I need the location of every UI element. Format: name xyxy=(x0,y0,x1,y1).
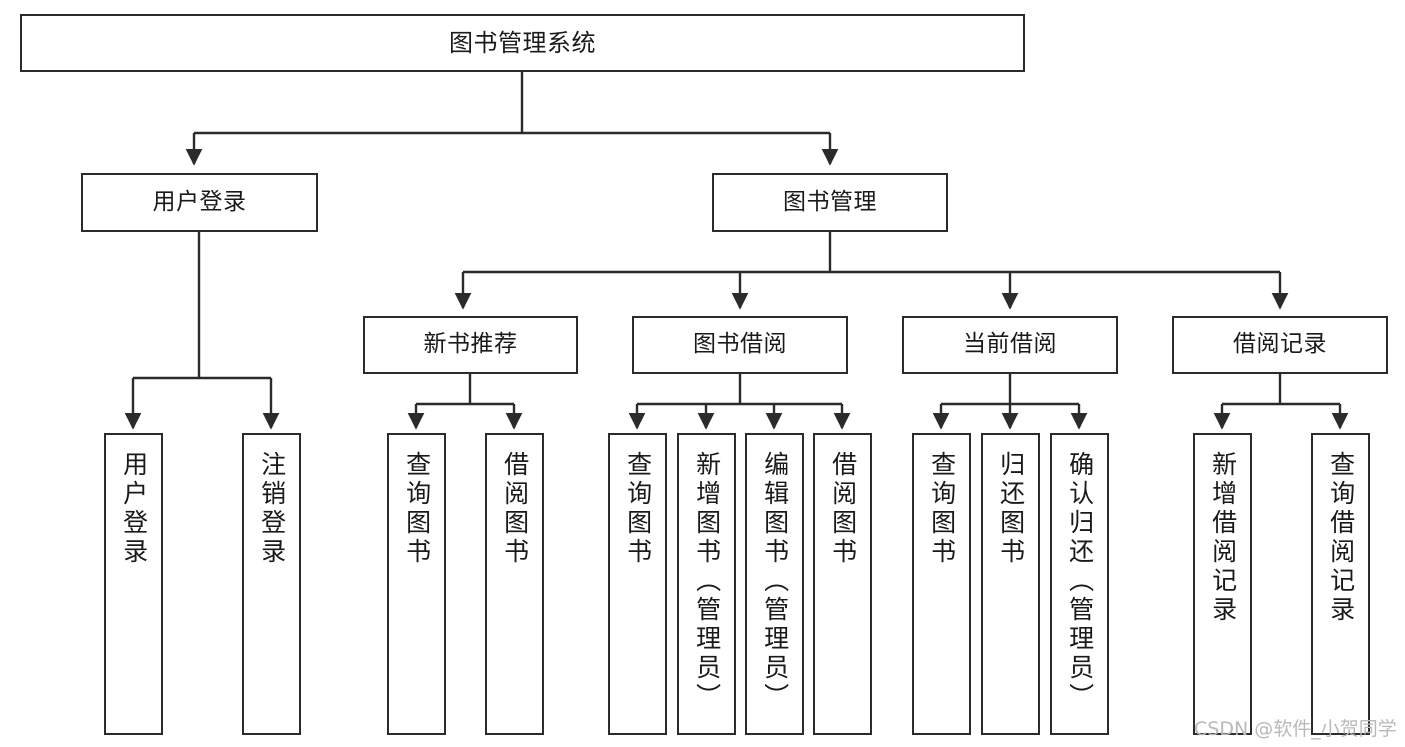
node-label: 图书管理 xyxy=(783,188,877,215)
node-label: 查询借阅记录 xyxy=(1326,451,1356,625)
node-book-management[interactable]: 图书管理 xyxy=(712,173,948,232)
node-label: 查询图书 xyxy=(402,451,432,567)
node-label: 新增借阅记录 xyxy=(1208,451,1238,625)
node-label: 当前借阅 xyxy=(963,331,1057,358)
node-label: 新增图书（管理员） xyxy=(692,451,722,712)
node-current-borrowing[interactable]: 当前借阅 xyxy=(902,316,1118,374)
leaf-current-return-book[interactable]: 归还图书 xyxy=(981,433,1040,735)
node-label: 编辑图书（管理员） xyxy=(760,451,790,712)
node-label: 借阅图书 xyxy=(500,451,530,567)
leaf-new-book-borrow-book[interactable]: 借阅图书 xyxy=(485,433,544,735)
leaf-current-confirm-return-admin[interactable]: 确认归还（管理员） xyxy=(1050,433,1109,735)
node-label: 借阅图书 xyxy=(828,451,858,567)
node-new-book-recommendation[interactable]: 新书推荐 xyxy=(363,316,578,374)
leaf-record-add-borrow-record[interactable]: 新增借阅记录 xyxy=(1193,433,1252,735)
leaf-borrow-edit-book-admin[interactable]: 编辑图书（管理员） xyxy=(745,433,804,735)
node-user-login[interactable]: 用户登录 xyxy=(81,173,318,232)
node-label: 注销登录 xyxy=(257,451,287,567)
leaf-current-query-book[interactable]: 查询图书 xyxy=(912,433,971,735)
leaf-user-login-login[interactable]: 用户登录 xyxy=(104,433,163,735)
node-label: 新书推荐 xyxy=(423,331,518,358)
leaf-borrow-query-book[interactable]: 查询图书 xyxy=(608,433,667,735)
csdn-watermark: CSDN @软件_小贺同学 xyxy=(1194,718,1397,740)
node-label: 图书管理系统 xyxy=(449,28,596,57)
node-root-book-management-system[interactable]: 图书管理系统 xyxy=(20,14,1025,72)
leaf-user-login-logout[interactable]: 注销登录 xyxy=(242,433,301,735)
node-label: 确认归还（管理员） xyxy=(1065,451,1095,712)
node-label: 用户登录 xyxy=(119,451,149,567)
node-label: 借阅记录 xyxy=(1233,331,1327,358)
leaf-borrow-borrow-book[interactable]: 借阅图书 xyxy=(813,433,872,735)
node-borrow-records[interactable]: 借阅记录 xyxy=(1172,316,1388,374)
node-label: 归还图书 xyxy=(996,451,1026,567)
node-label: 查询图书 xyxy=(623,451,653,567)
leaf-new-book-query-book[interactable]: 查询图书 xyxy=(387,433,446,735)
leaf-record-query-borrow-record[interactable]: 查询借阅记录 xyxy=(1311,433,1370,735)
node-book-borrowing[interactable]: 图书借阅 xyxy=(632,316,848,374)
node-label: 图书借阅 xyxy=(693,331,787,358)
node-label: 查询图书 xyxy=(927,451,957,567)
leaf-borrow-add-book-admin[interactable]: 新增图书（管理员） xyxy=(677,433,736,735)
node-label: 用户登录 xyxy=(152,188,247,215)
